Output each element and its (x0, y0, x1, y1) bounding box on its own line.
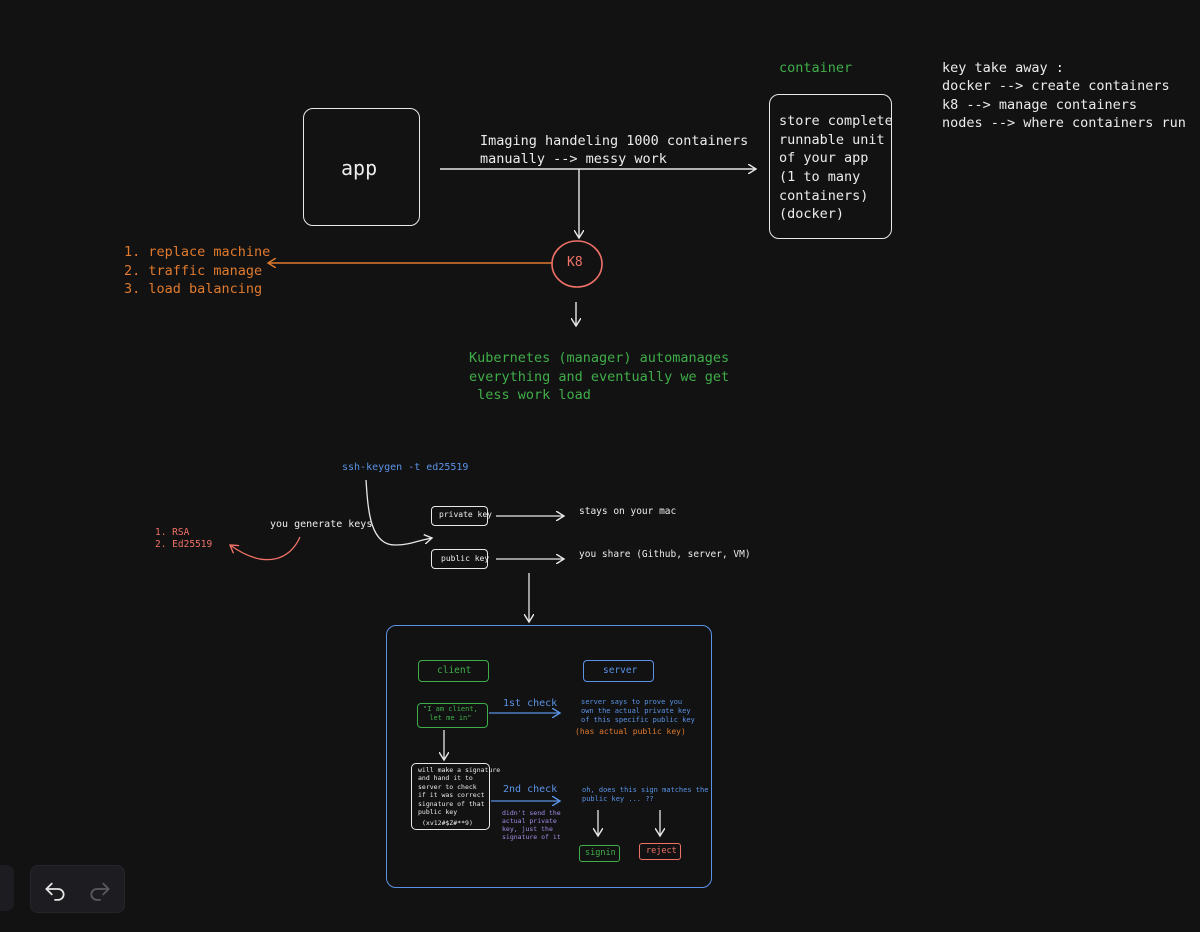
signin-box (579, 845, 620, 862)
k8-label: K8 (567, 255, 583, 270)
public-key-label: public key (441, 554, 490, 563)
not-private-key-note: didn't send the actual private key, just… (502, 809, 561, 842)
client-hello-box (417, 703, 488, 728)
key-takeaway: key take away : docker --> create contai… (942, 60, 1186, 132)
private-key-note: stays on your mac (579, 506, 677, 517)
container-box (769, 94, 892, 239)
reject-box (639, 843, 681, 860)
redo-icon[interactable] (87, 876, 113, 902)
private-key-box (431, 506, 488, 526)
first-check-label: 1st check (503, 698, 558, 709)
zoom-toolbar (0, 865, 14, 911)
k8-summary: Kubernetes (manager) automanages everyth… (469, 350, 730, 404)
arrow-note: Imaging handeling 1000 containers manual… (480, 133, 749, 167)
container-title: container (779, 60, 853, 76)
ssh-keygen-command: ssh-keygen -t ed25519 (342, 462, 469, 473)
signature-box (411, 763, 490, 830)
server-box (583, 660, 654, 682)
signature-value: (xv12#$Z#**9) (422, 819, 473, 827)
second-check-label: 2nd check (503, 784, 558, 795)
signature-note: will make a signature and hand it to ser… (418, 766, 501, 817)
generate-keys-note: you generate keys (270, 519, 373, 530)
server-label: server (603, 665, 638, 676)
public-key-note: you share (Github, server, VM) (579, 549, 751, 560)
history-toolbar (30, 865, 125, 913)
undo-icon[interactable] (42, 876, 68, 902)
key-algorithms: 1. RSA 2. Ed25519 (155, 527, 213, 551)
auth-flow-frame (386, 625, 712, 888)
container-description: store complete runnable unit of your app… (779, 113, 893, 223)
client-hello: "I am client, let me in" (423, 705, 478, 722)
app-label: app (341, 156, 378, 180)
server-says: server says to prove you own the actual … (581, 698, 695, 725)
keygen-curve-arrow (365, 479, 432, 546)
client-box (418, 660, 489, 682)
client-label: client (437, 665, 472, 676)
algorithms-curve-arrow (230, 536, 301, 561)
k8-circle (551, 240, 603, 288)
app-box (303, 108, 420, 226)
server-verify-note: oh, does this sign matches the public ke… (582, 786, 709, 804)
reject-label: reject (646, 846, 677, 856)
k8-features: 1. replace machine 2. traffic manage 3. … (124, 244, 271, 298)
signin-label: signin (585, 848, 616, 858)
public-key-box (431, 549, 488, 569)
server-has-public-key: (has actual public key) (575, 727, 686, 736)
private-key-label: private key (439, 510, 492, 519)
